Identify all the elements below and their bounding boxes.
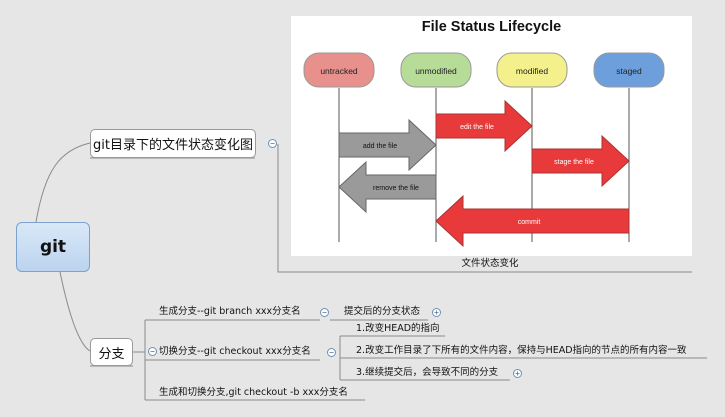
arrow-add-the-file: add the file [338, 118, 437, 172]
node-checkout-step-3[interactable]: 3.继续提交后，会导致不同的分支 [356, 367, 498, 379]
state-modified: modified [496, 52, 568, 88]
state-staged: staged [593, 52, 665, 88]
arrow-stage-the-file: stage the file [531, 134, 630, 188]
minus-icon: − [270, 139, 275, 148]
node-label: 提交后的分支状态 [344, 306, 421, 317]
svg-text:unmodified: unmodified [415, 66, 457, 76]
node-label: 生成和切换分支,git checkout -b xxx分支名 [159, 387, 348, 398]
plus-icon: + [434, 308, 439, 317]
svg-text:modified: modified [516, 66, 548, 76]
node-create-branch[interactable]: 生成分支--git branch xxx分支名 [159, 306, 301, 318]
arrow-edit-the-file: edit the file [435, 99, 533, 153]
node-label: 1.改变HEAD的指向 [356, 323, 440, 334]
expand-toggle-checkout-step-3[interactable]: + [513, 369, 522, 378]
root-label: git [39, 237, 67, 257]
arrow-commit: commit [435, 194, 630, 248]
svg-text:add the file: add the file [363, 143, 397, 150]
svg-text:staged: staged [616, 66, 642, 76]
figure-caption: 文件状态变化 [461, 258, 519, 269]
lifecycle-diagram: untracked unmodified modified staged add… [303, 52, 665, 248]
collapse-toggle-branch1[interactable]: − [268, 139, 277, 148]
root-topic-git[interactable]: git [16, 222, 90, 272]
figure-title: File Status Lifecycle [421, 19, 562, 35]
node-label: 切换分支--git checkout xxx分支名 [159, 346, 311, 357]
state-unmodified: unmodified [400, 52, 472, 88]
node-label: 2.改变工作目录了下所有的文件内容，保持与HEAD指向的节点的所有内容一致 [356, 345, 687, 356]
plus-icon: + [515, 369, 520, 378]
node-branch-state-after-commit[interactable]: 提交后的分支状态 [344, 306, 420, 318]
collapse-toggle-branch2[interactable]: − [148, 347, 157, 356]
expand-toggle-branch-state[interactable]: + [432, 308, 441, 317]
connector-root-branch2 [59, 271, 91, 352]
minus-icon: − [329, 348, 334, 357]
svg-text:remove the file: remove the file [373, 185, 419, 192]
topic-label: 分支 [98, 346, 125, 362]
topic-file-status-diagram[interactable]: git目录下的文件状态变化图 [90, 129, 256, 158]
connector-figure-underline [277, 144, 692, 273]
node-checkout-step-2[interactable]: 2.改变工作目录了下所有的文件内容，保持与HEAD指向的节点的所有内容一致 [356, 345, 687, 357]
node-checkout-step-1[interactable]: 1.改变HEAD的指向 [356, 323, 440, 335]
topic-label: git目录下的文件状态变化图 [93, 138, 253, 153]
arrow-remove-the-file: remove the file [338, 160, 437, 214]
file-status-lifecycle-image: File Status Lifecycle untracked unmodifi… [291, 16, 692, 256]
minus-icon: − [150, 347, 155, 356]
svg-text:untracked: untracked [320, 66, 358, 76]
svg-text:commit: commit [518, 219, 541, 226]
collapse-toggle-checkout-branch[interactable]: − [327, 348, 336, 357]
node-label: 3.继续提交后，会导致不同的分支 [356, 367, 499, 378]
node-label: 生成分支--git branch xxx分支名 [159, 306, 301, 317]
connector-root-branch1 [35, 142, 91, 223]
collapse-toggle-create-branch[interactable]: − [320, 308, 329, 317]
svg-text:edit the file: edit the file [460, 124, 494, 131]
minus-icon: − [322, 308, 327, 317]
node-checkout-b[interactable]: 生成和切换分支,git checkout -b xxx分支名 [159, 387, 348, 399]
node-checkout-branch[interactable]: 切换分支--git checkout xxx分支名 [159, 346, 311, 358]
topic-branch[interactable]: 分支 [90, 338, 133, 366]
svg-text:stage the file: stage the file [554, 159, 594, 166]
state-untracked: untracked [303, 52, 375, 88]
